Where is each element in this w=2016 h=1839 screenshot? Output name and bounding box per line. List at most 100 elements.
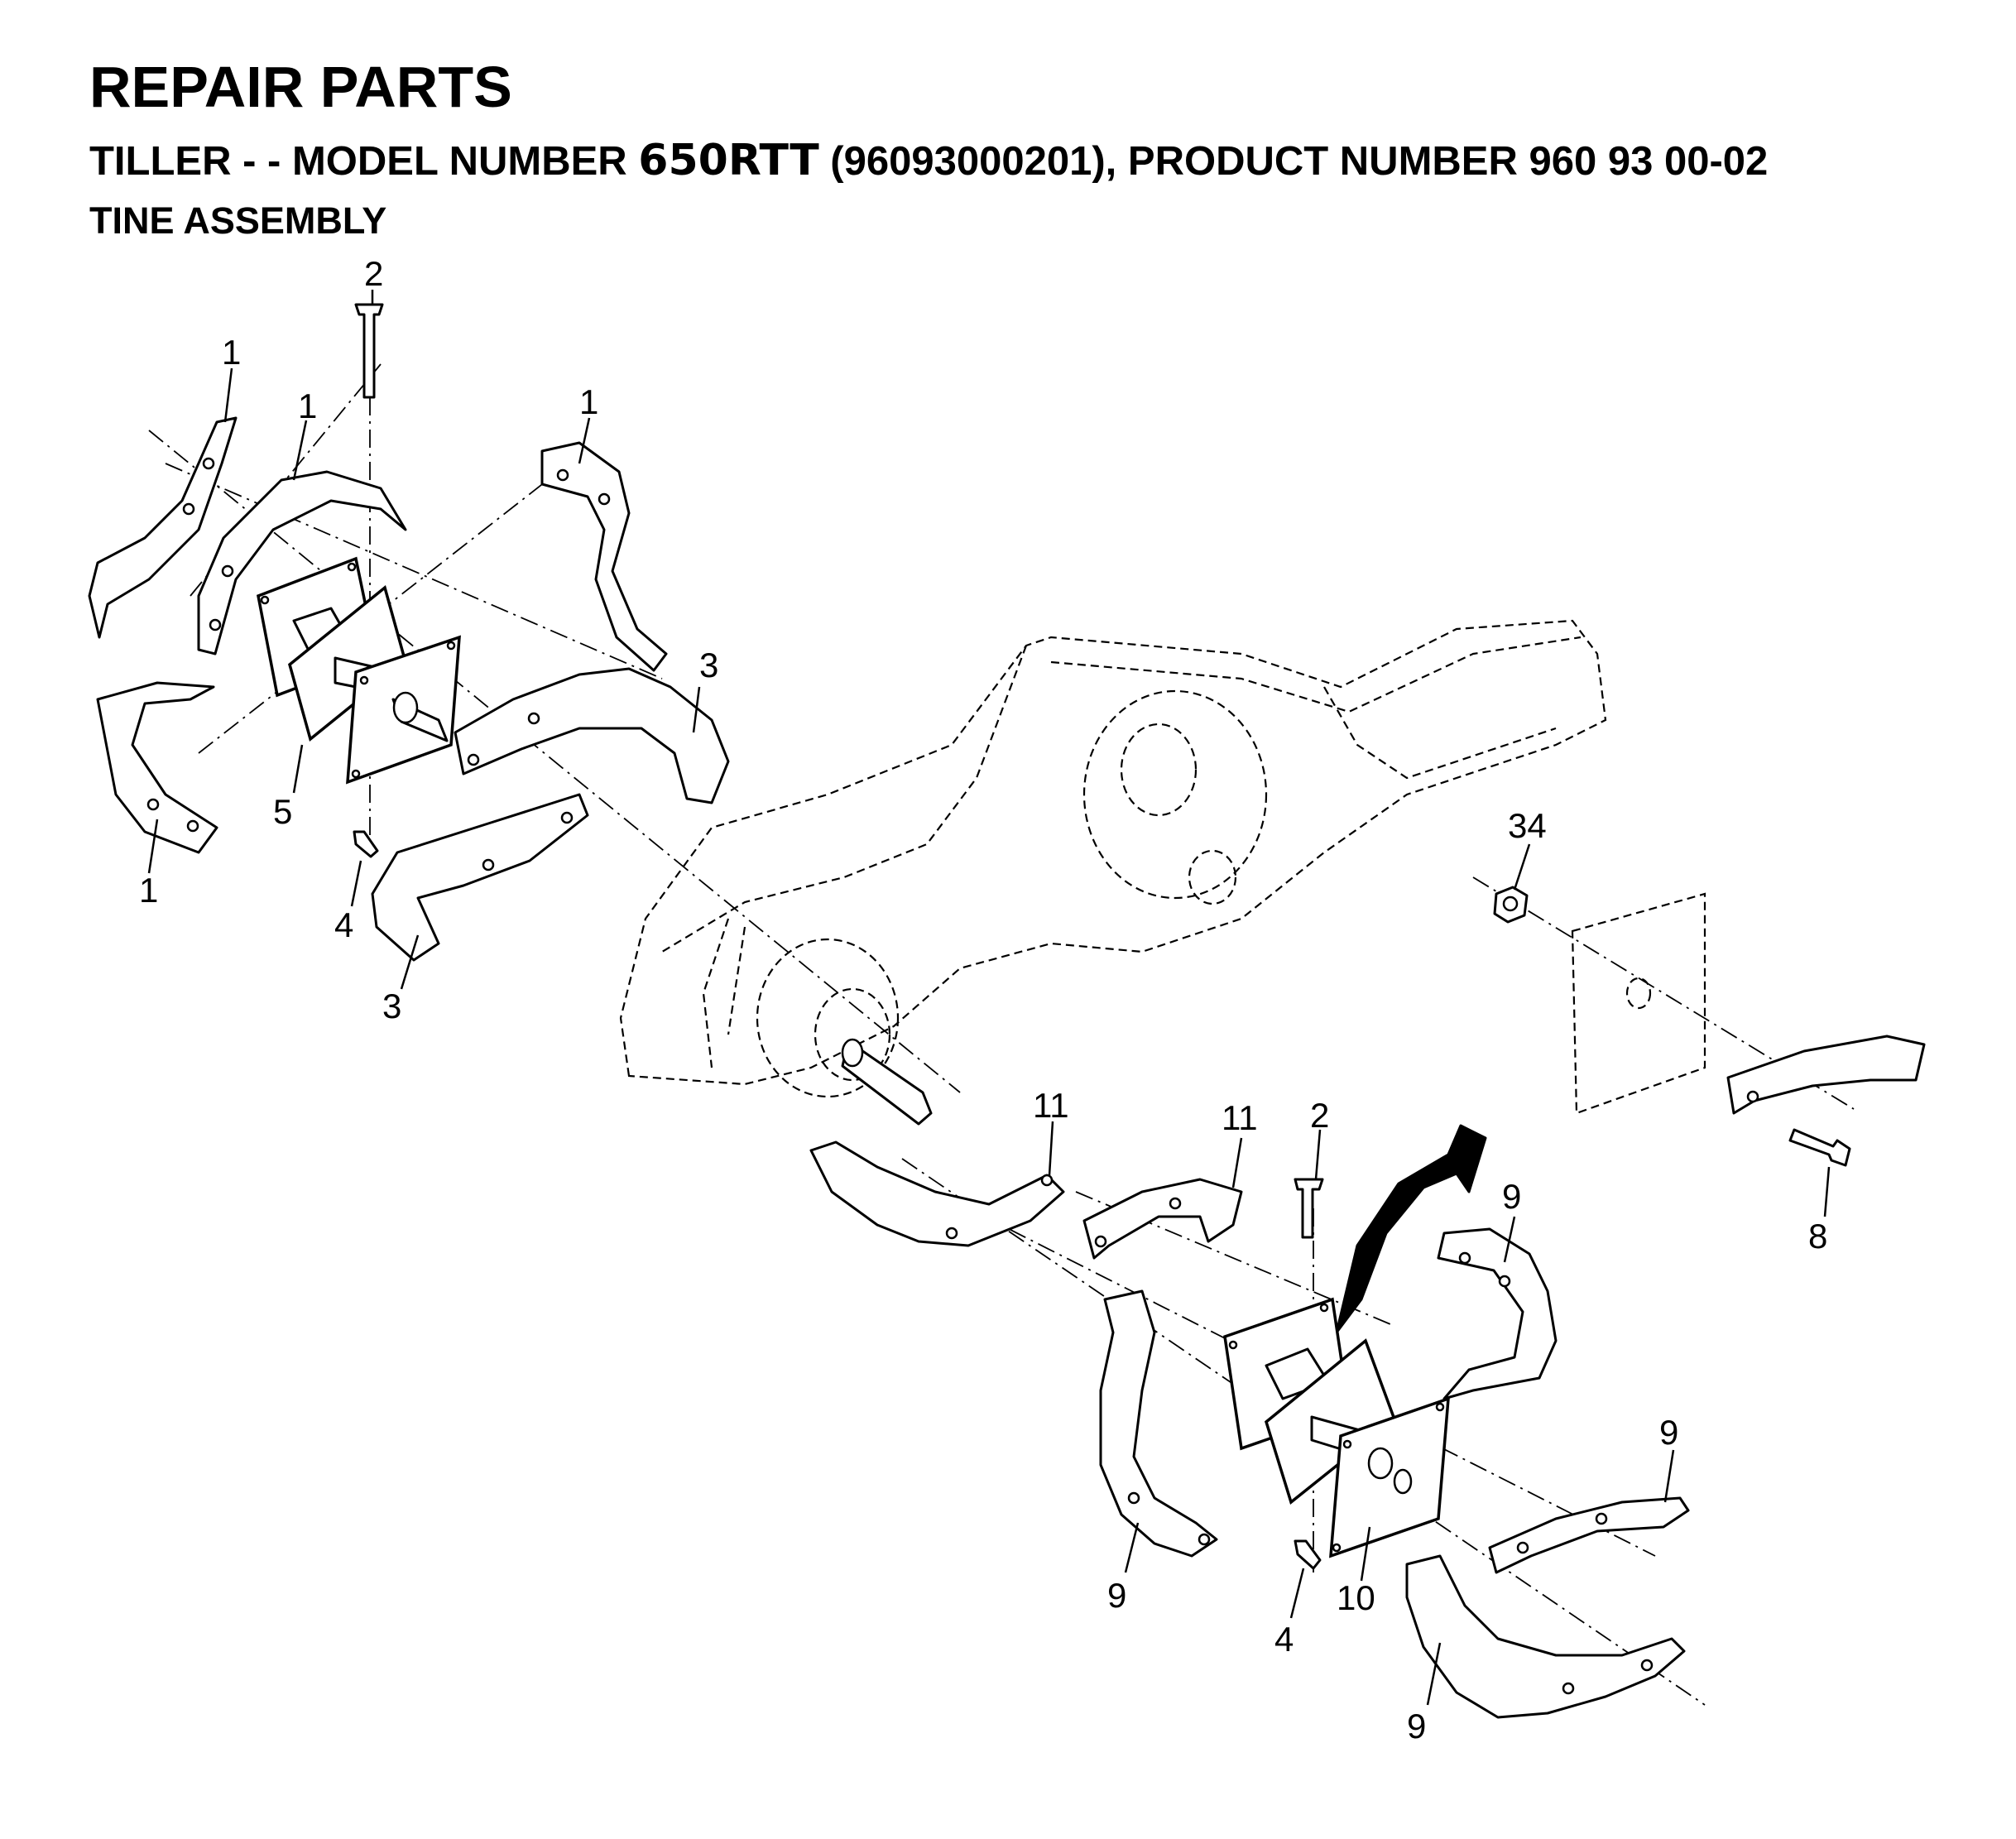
callout-1: 1 <box>139 871 158 910</box>
tine-hole <box>1746 1090 1759 1103</box>
bolt-hole <box>1332 1543 1342 1553</box>
subtitle-suffix: (96093000201), PRODUCT NUMBER 960 93 00-… <box>818 139 1769 184</box>
tine-hole <box>527 712 540 725</box>
leader <box>1314 1129 1322 1180</box>
tine-3-lower <box>371 793 589 962</box>
tine-hole <box>1198 1533 1211 1546</box>
leader <box>1289 1568 1305 1619</box>
far-side-parts <box>1493 886 1926 1167</box>
tine-1-upper <box>197 470 407 655</box>
leader <box>1823 1166 1831 1217</box>
callout-5: 5 <box>273 792 292 831</box>
right-tine-assembly <box>809 1124 1690 1719</box>
tine-hole <box>202 457 215 470</box>
clevis-pin-left <box>354 303 384 399</box>
leader <box>578 417 591 464</box>
hub-outer <box>756 938 900 1098</box>
leader <box>223 367 233 423</box>
tine-hole <box>1640 1659 1654 1672</box>
hub-inner <box>814 987 891 1082</box>
far-tine <box>1726 1035 1926 1115</box>
far-plate-bore <box>1625 977 1652 1010</box>
tine-hole <box>1094 1235 1107 1248</box>
housing-top-edge <box>1050 636 1582 713</box>
callout-3: 3 <box>699 646 718 684</box>
page-title: REPAIR PARTS <box>89 55 512 119</box>
shaft-body <box>841 1040 933 1126</box>
gear-cover <box>1082 689 1268 900</box>
bolt-hole <box>1319 1303 1329 1313</box>
section-title: TINE ASSEMBLY <box>89 199 387 242</box>
bolt-hole <box>1228 1340 1238 1350</box>
tine-9-upper-right <box>1437 1227 1558 1400</box>
tine-hole <box>1498 1275 1511 1288</box>
bolt-hole <box>347 562 357 572</box>
rotation-arrow <box>1335 1124 1487 1334</box>
leader-lines <box>147 290 1831 1706</box>
callout-2: 2 <box>364 254 383 293</box>
housing-outline <box>619 619 1607 1086</box>
tine-hole <box>556 468 569 482</box>
callout-9: 9 <box>1659 1413 1678 1452</box>
tine-11-left <box>809 1140 1065 1247</box>
leader <box>1048 1121 1054 1176</box>
hub-plate-front-right <box>1329 1396 1450 1558</box>
tine-hole <box>598 492 611 506</box>
tine-hole <box>945 1227 958 1240</box>
tine-hole <box>182 502 195 516</box>
tine-1-top-left <box>88 416 238 639</box>
left-axis <box>148 430 961 1093</box>
tiller-housing-ghost <box>619 619 1607 1098</box>
tine-hole <box>146 798 160 811</box>
housing-lower <box>702 918 746 1068</box>
callout-11: 11 <box>1033 1086 1069 1125</box>
callout-9: 9 <box>1407 1707 1426 1745</box>
bolt-hole <box>351 769 361 779</box>
plate-hole-right <box>1393 1468 1413 1495</box>
leader <box>292 744 304 794</box>
leader <box>1503 1216 1516 1263</box>
tine-hole <box>1040 1174 1054 1187</box>
boss <box>1188 849 1237 905</box>
shaft-end <box>841 1038 864 1068</box>
nut-bore <box>1502 895 1519 912</box>
callout-3: 3 <box>382 987 401 1025</box>
tine-hole <box>482 858 495 871</box>
hairpin-clip-right <box>1294 1539 1322 1570</box>
leader <box>1360 1526 1371 1582</box>
leader <box>692 686 701 733</box>
left-tine-assembly <box>88 303 730 962</box>
housing-side <box>661 645 1028 953</box>
far-hub-plate-ghost <box>1571 892 1706 1115</box>
callout-11: 11 <box>1222 1098 1258 1137</box>
bolt-hole <box>359 675 369 685</box>
callout-10: 10 <box>1337 1578 1375 1617</box>
tine-hole <box>1562 1682 1575 1695</box>
tine-11-right <box>1082 1178 1243 1260</box>
hub-bore <box>392 691 419 724</box>
hub-bore-right <box>1367 1447 1394 1480</box>
subtitle-prefix: TILLER - - MODEL NUMBER <box>89 139 639 184</box>
tine-hole <box>1595 1512 1608 1525</box>
center-lines <box>148 363 1855 1706</box>
tine-9-left <box>1099 1289 1218 1558</box>
bolt-hole <box>1342 1439 1352 1449</box>
left-axis-2 <box>165 463 663 679</box>
tine-hole <box>209 618 222 631</box>
tine-hole <box>1127 1491 1140 1505</box>
housing-ridge <box>1323 686 1557 780</box>
tine-hole <box>221 564 234 578</box>
callout-2: 2 <box>1310 1096 1329 1135</box>
tine-hole <box>467 753 480 766</box>
hairpin-clip-left <box>353 830 379 858</box>
tine-9-lower-right <box>1488 1496 1690 1574</box>
tine-9-bottom <box>1405 1554 1686 1719</box>
tine-1-upper-right <box>540 441 668 672</box>
leader <box>400 934 420 990</box>
leader <box>1231 1137 1243 1188</box>
tine-hole <box>1516 1541 1529 1554</box>
tine-hole <box>560 811 574 824</box>
bolt-hole <box>446 641 456 651</box>
leader <box>292 420 308 481</box>
